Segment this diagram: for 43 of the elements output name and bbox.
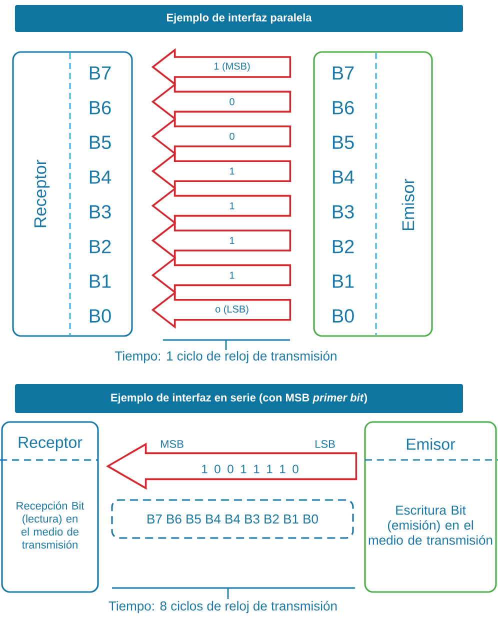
edge-label: 1 (MSB) (214, 62, 250, 72)
bit-label: B2 (332, 240, 354, 254)
edge-label: 0 (230, 132, 234, 140)
time-label: Tiempo: 1 ciclo de reloj de transmisión (115, 350, 336, 364)
bit-label: B7 (90, 66, 111, 80)
bit-label: B5 (332, 136, 354, 150)
bit-label: B4 (332, 170, 354, 184)
edge-label: 1 0 0 1 1 1 1 0 (202, 464, 298, 474)
time-label: Tiempo: 8 ciclos de reloj de transmisión (108, 600, 337, 614)
bit-label: B1 (332, 274, 354, 288)
device-box: Receptor Recepción Bit (lectura) en el medio de transmisión (0, 421, 99, 593)
block-arrow (151, 82, 292, 121)
edge-label: 1 (230, 168, 234, 175)
bit-label: B3 (332, 205, 354, 219)
heading-band: Ejemplo de interfaz paralela (15, 5, 463, 32)
bit-label: B5 (90, 136, 111, 150)
bit-label: B0 (90, 309, 111, 323)
block-arrow (151, 186, 292, 225)
edge-label: 0 (230, 98, 234, 106)
bit-label: B0 (332, 309, 354, 323)
bit-label: B4 (90, 170, 112, 184)
block-arrow (151, 48, 292, 86)
bit-label: B6 (332, 100, 354, 114)
heading-band: Ejemplo de interfaz en serie (con MSB primer bit) (15, 384, 463, 413)
bit-order-label: LSB (316, 440, 335, 448)
bit-order-label: MSB (161, 440, 184, 448)
block-arrow (151, 152, 292, 190)
bit-label: B6 (90, 100, 111, 114)
bit-label: B1 (90, 274, 111, 288)
device-box: Emisor Escritura Bit (emisión) en el medio de transmisión (364, 421, 498, 593)
edge-label: 1 (230, 272, 234, 279)
bit-label: B3 (90, 205, 111, 219)
block-arrow (106, 442, 358, 490)
block-arrow (151, 222, 292, 260)
edge-label: o (LSB) (215, 305, 248, 315)
block-arrow (151, 118, 292, 156)
block-arrow (151, 256, 292, 294)
bit-label: B7 (332, 66, 354, 80)
register-box: B7 B6 B5 B4 B4 B3 B2 B1 B0 (111, 499, 354, 539)
edge-label: 1 (230, 202, 234, 210)
bit-label: B2 (90, 240, 111, 254)
edge-label: 1 (230, 237, 234, 244)
block-arrow (151, 291, 292, 329)
